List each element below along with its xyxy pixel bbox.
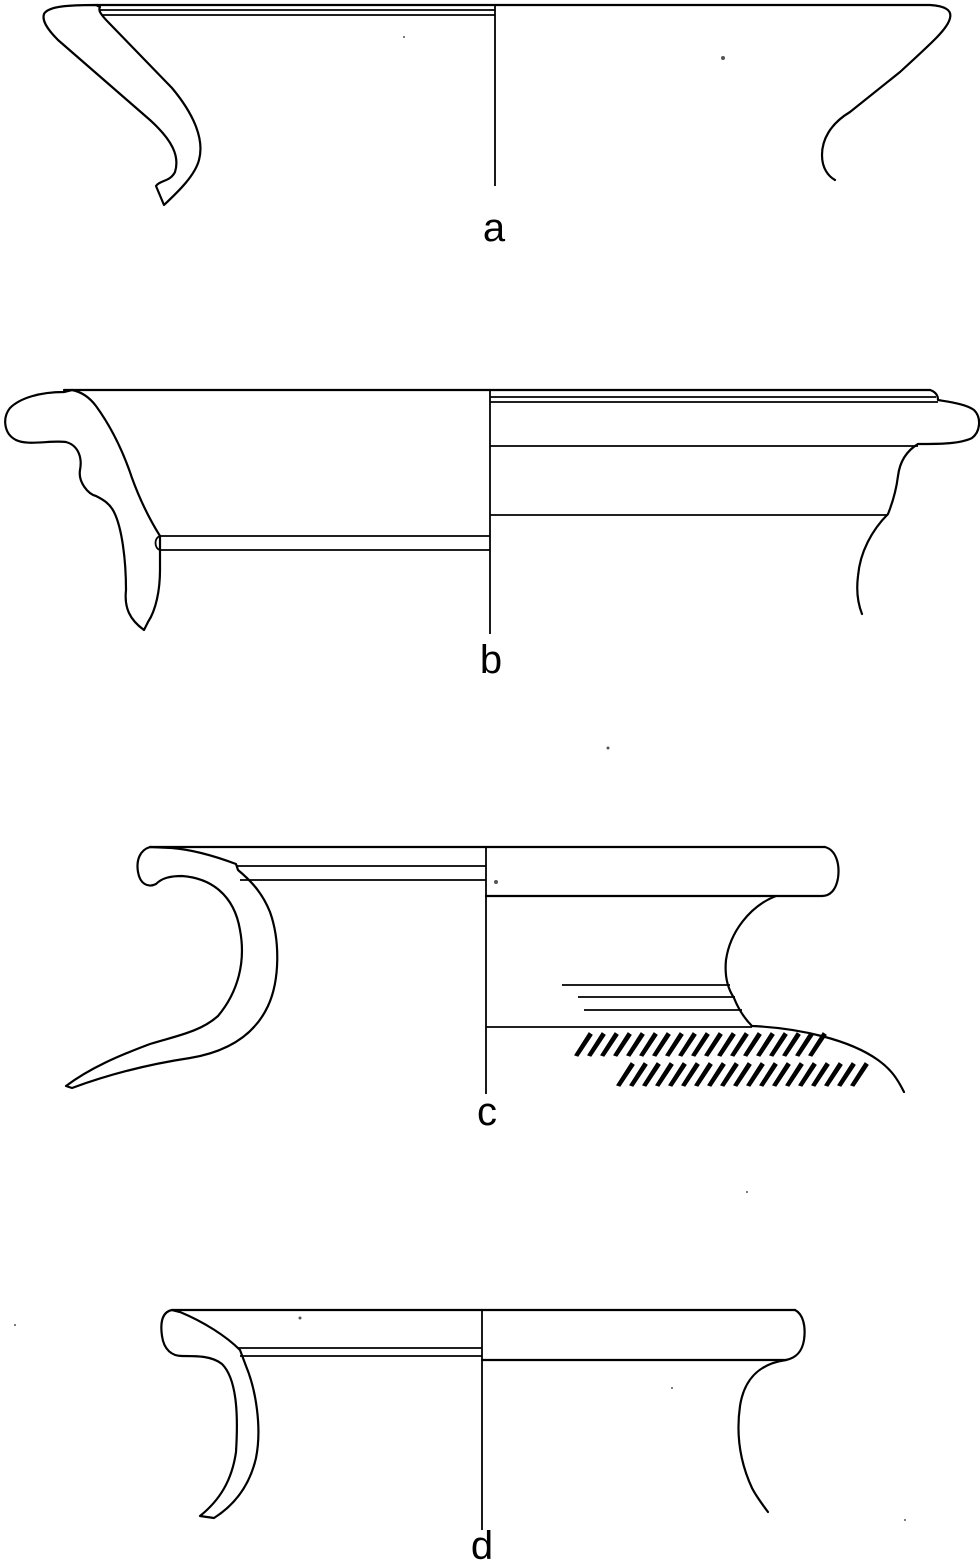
incised-slash-mark — [704, 1032, 723, 1057]
vessel-b-ledge — [154, 535, 490, 551]
incised-slash-mark — [808, 1032, 827, 1057]
vessel-c-incised-decoration — [574, 1032, 869, 1087]
incised-slash-mark — [730, 1032, 749, 1057]
vessel-b-section — [4, 388, 162, 632]
vessel-b-rim-right — [856, 388, 980, 616]
vessel-a-section — [42, 3, 202, 207]
vessel-c-section — [64, 845, 279, 1090]
figure-label-b: b — [479, 638, 503, 682]
figure-label-a: a — [482, 206, 506, 250]
incised-slash-mark — [720, 1062, 739, 1087]
incised-slash-mark — [694, 1062, 713, 1087]
incised-slash-mark — [691, 1032, 710, 1057]
incised-slash-mark — [743, 1032, 762, 1057]
incised-slash-mark — [795, 1032, 814, 1057]
figure-label-d: d — [470, 1524, 494, 1568]
incised-slash-mark — [759, 1062, 778, 1087]
incised-slash-mark — [769, 1032, 788, 1057]
incised-slash-mark — [642, 1062, 661, 1087]
incised-slash-mark — [655, 1062, 674, 1087]
incised-slash-mark — [837, 1062, 856, 1087]
incised-slash-mark — [746, 1062, 765, 1087]
vessel-a-rim-top — [94, 3, 952, 182]
incised-slash-mark — [652, 1032, 671, 1057]
incised-slash-mark — [616, 1062, 635, 1087]
vessel-c-neck-right — [724, 894, 906, 1094]
incised-slash-mark — [811, 1062, 830, 1087]
vessel-d-neck-right — [737, 1358, 788, 1514]
incised-slash-mark — [681, 1062, 700, 1087]
vessel-c — [64, 845, 906, 1094]
incised-slash-mark — [782, 1032, 801, 1057]
incised-slash-mark — [668, 1062, 687, 1087]
figure-label-c: c — [477, 1090, 497, 1134]
incised-slash-mark — [587, 1032, 606, 1057]
incised-slash-mark — [717, 1032, 736, 1057]
incised-slash-mark — [824, 1062, 843, 1087]
vessel-d-rim-right — [480, 1308, 806, 1362]
incised-slash-mark — [756, 1032, 775, 1057]
incised-slash-mark — [665, 1032, 684, 1057]
incised-slash-mark — [850, 1062, 869, 1087]
incised-slash-mark — [678, 1032, 697, 1057]
incised-slash-mark — [574, 1032, 593, 1057]
vessel-c-rim-right — [484, 845, 840, 898]
vessel-d — [160, 1308, 806, 1530]
incised-slash-mark — [626, 1032, 645, 1057]
incised-slash-mark — [733, 1062, 752, 1087]
incised-slash-mark — [707, 1062, 726, 1087]
incised-slash-mark — [600, 1032, 619, 1057]
incised-slash-mark — [798, 1062, 817, 1087]
incised-slash-mark — [613, 1032, 632, 1057]
vessel-d-section — [160, 1308, 260, 1520]
incised-slash-mark — [772, 1062, 791, 1087]
incised-slash-mark — [639, 1032, 658, 1057]
vessel-b — [4, 388, 980, 634]
incised-slash-mark — [629, 1062, 648, 1087]
incised-slash-mark — [785, 1062, 804, 1087]
paper-specks — [14, 36, 906, 1521]
vessel-a — [42, 3, 952, 207]
